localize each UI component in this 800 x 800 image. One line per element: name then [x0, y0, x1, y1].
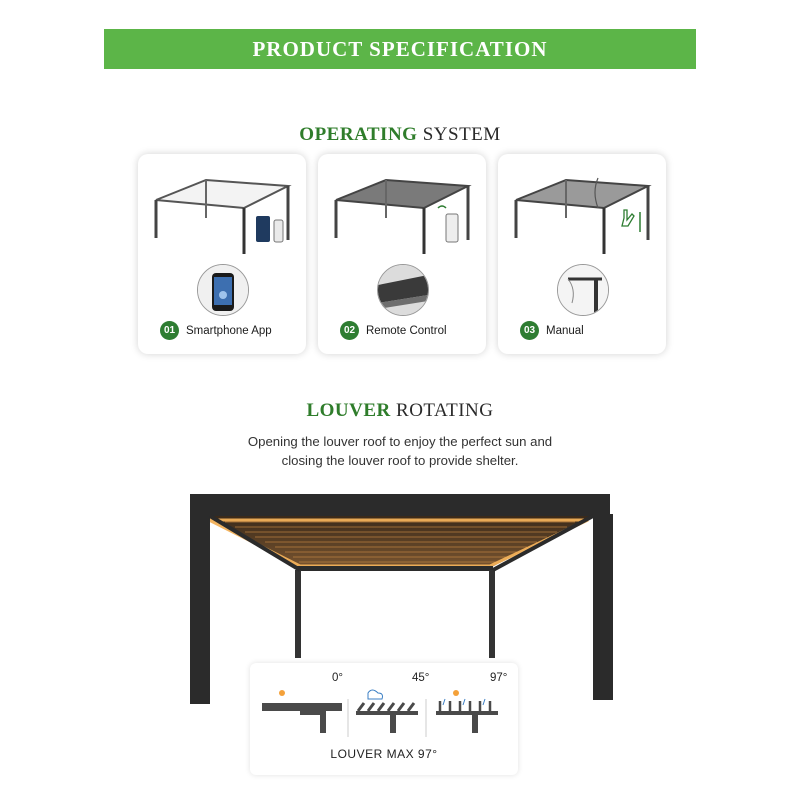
sun-icon: [453, 690, 459, 696]
card-manual: 03 Manual: [498, 154, 666, 354]
louver-angle-diagrams: [262, 689, 498, 737]
heading-accent: OPERATING: [299, 124, 418, 145]
angle-label-45: 45°: [412, 672, 430, 684]
card-label: 02 Remote Control: [340, 321, 447, 340]
card-label: 03 Manual: [520, 321, 584, 340]
card-smartphone-app: 01 Smartphone App: [138, 154, 306, 354]
card-label-text: Manual: [546, 324, 584, 337]
louver-max-label: LOUVER MAX 97°: [330, 747, 438, 761]
remote-icon: [273, 219, 284, 243]
number-badge: 02: [340, 321, 359, 340]
cloud-icon: [367, 689, 383, 700]
smartphone-app-detail: [197, 264, 249, 316]
description-line-2: closing the louver roof to provide shelt…: [281, 453, 519, 468]
number-badge: 01: [160, 321, 179, 340]
pergola-open-illustration: [154, 178, 292, 254]
heading-accent: LOUVER: [306, 400, 391, 421]
card-label: 01 Smartphone App: [160, 321, 272, 340]
manual-detail: [557, 264, 609, 316]
operating-system-heading: OPERATING SYSTEM: [0, 124, 800, 146]
hand-icon: [621, 209, 635, 227]
number-badge: 03: [520, 321, 539, 340]
pergola-manual-illustration: [514, 177, 652, 254]
phone-icon: [256, 216, 270, 242]
heading-rest: ROTATING: [390, 400, 494, 421]
banner-title: PRODUCT SPECIFICATION: [252, 36, 548, 61]
description-line-1: Opening the louver roof to enjoy the per…: [247, 434, 553, 449]
angle-label-0: 0°: [332, 672, 343, 684]
remote-icon: [445, 213, 459, 243]
rain-icon: [442, 698, 486, 706]
sun-icon: [279, 690, 285, 696]
louver-rotating-heading: LOUVER ROTATING: [0, 400, 800, 422]
louver-open-diagram: [436, 690, 498, 733]
louver-angle-panel: 0° 45° 97°: [250, 663, 518, 775]
louver-description: Opening the louver roof to enjoy the per…: [0, 432, 800, 470]
remote-control-detail: [377, 264, 429, 316]
pergola-led-illustration: [190, 494, 613, 704]
louver-slats: [225, 521, 575, 563]
louver-half-open-diagram: [356, 689, 418, 733]
pergola-closed-illustration: [334, 178, 472, 254]
app-icon: [219, 291, 227, 299]
heading-rest: SYSTEM: [417, 124, 501, 145]
card-remote-control: 02 Remote Control: [318, 154, 486, 354]
spec-banner: PRODUCT SPECIFICATION: [104, 29, 696, 69]
card-label-text: Smartphone App: [186, 324, 272, 337]
angle-label-97: 97°: [490, 672, 508, 684]
louver-closed-diagram: [262, 690, 342, 733]
crank-cord: [594, 177, 599, 209]
card-label-text: Remote Control: [366, 324, 447, 337]
signal-icon: [437, 205, 447, 209]
